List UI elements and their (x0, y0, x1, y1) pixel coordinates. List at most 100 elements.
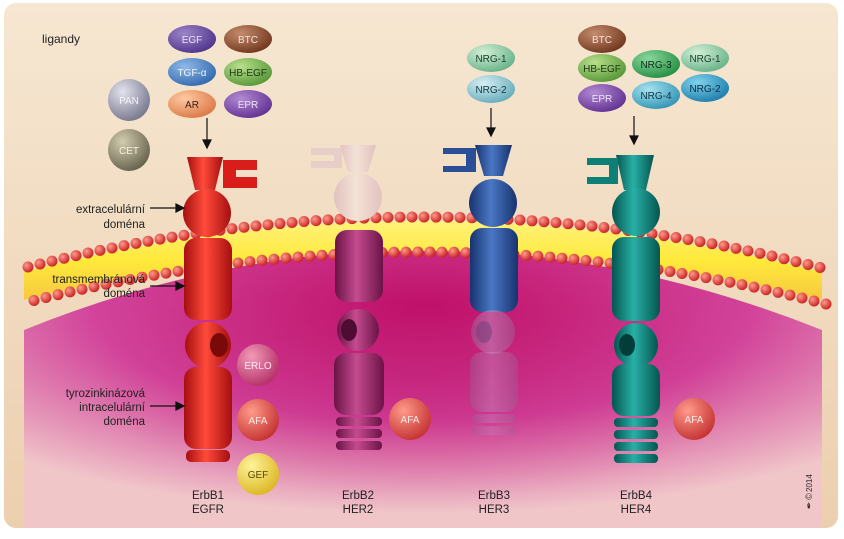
lipid-bead (256, 254, 268, 266)
lipid-bead (286, 216, 298, 228)
ligand-nrg-3: NRG-3 (632, 50, 680, 78)
lipid-bead (592, 256, 604, 268)
transmembrane-label-line1: transmembránová (52, 274, 145, 286)
svg-text:NRG-4: NRG-4 (640, 91, 672, 102)
lipid-bead (76, 283, 88, 295)
lipid-bead (46, 255, 58, 267)
lipid-bead (280, 252, 292, 264)
lipid-bead (94, 244, 106, 256)
lipid-bead (724, 276, 736, 288)
svg-text:ERLO: ERLO (244, 361, 271, 372)
lipid-bead (796, 292, 808, 304)
lipid-bead (310, 215, 322, 227)
svg-text:GEF: GEF (248, 470, 269, 481)
lipid-bead (802, 258, 814, 270)
transmembrane-label-line2: doména (103, 288, 145, 300)
lipid-bead (148, 269, 160, 281)
lipid-bead (766, 250, 778, 262)
lipid-bead (262, 219, 274, 231)
lipid-bead (730, 242, 742, 254)
receptor-erbb4 (587, 155, 660, 463)
lipid-bead (82, 247, 94, 259)
lipid-bead (58, 252, 70, 264)
antibody-pan: PAN (108, 79, 150, 121)
lipid-bead (706, 238, 718, 250)
svg-text:EPR: EPR (238, 100, 259, 111)
extracellular-label-line2: doména (103, 219, 145, 231)
lipid-bead (772, 286, 784, 298)
svg-text:AFA: AFA (685, 415, 704, 426)
receptor-alias-her4: HER4 (621, 504, 652, 516)
lipid-bead (676, 267, 688, 279)
ligand-btc: BTC (224, 25, 272, 53)
ligand-epr-erbb4: EPR (578, 84, 626, 112)
lipid-bead (718, 240, 730, 252)
svg-text:NRG-1: NRG-1 (689, 54, 721, 65)
lipid-bead (418, 211, 430, 223)
lipid-bead (28, 294, 40, 306)
receptor-name-erbb1: ErbB1 (192, 490, 224, 502)
inhibitor-afa-erbb2: AFA (389, 398, 431, 440)
lipid-bead (538, 216, 550, 228)
lipid-bead (670, 232, 682, 244)
ligand-nrg-4: NRG-4 (632, 81, 680, 109)
lipid-bead (154, 233, 166, 245)
membrane-outer-beads (22, 211, 826, 273)
svg-text:BTC: BTC (238, 35, 258, 46)
lipid-bead (292, 251, 304, 263)
lipid-bead (556, 252, 568, 264)
svg-text:EPR: EPR (592, 94, 613, 105)
receptor-erbb2 (311, 145, 384, 450)
ligand-tgf-alpha: TGF-α (168, 58, 216, 86)
lipid-bead (430, 211, 442, 223)
lipid-bead (742, 245, 754, 257)
lipid-bead (34, 258, 46, 270)
lipid-bead (70, 250, 82, 262)
lipid-bead (814, 261, 826, 273)
svg-text:AR: AR (185, 100, 199, 111)
antibody-cet: CET (108, 129, 150, 171)
lipid-bead (454, 211, 466, 223)
lipid-bead (238, 221, 250, 233)
tyrosine-label-line3: doména (103, 416, 145, 428)
svg-text:NRG-1: NRG-1 (475, 54, 507, 65)
lipid-bead (298, 216, 310, 228)
lipid-bead (130, 237, 142, 249)
lipid-bead (664, 266, 676, 278)
inhibitor-erlo: ERLO (237, 344, 279, 386)
receptor-name-erbb2: ErbB2 (342, 490, 374, 502)
receptor-erbb3 (443, 145, 518, 435)
ligand-egf: EGF (168, 25, 216, 53)
svg-text:HB-EGF: HB-EGF (229, 68, 267, 79)
lipid-bead (142, 235, 154, 247)
lipid-bead (118, 240, 130, 252)
lipid-bead (40, 292, 52, 304)
ligands-label: ligandy (42, 32, 80, 46)
lipid-bead (64, 286, 76, 298)
inhibitor-afa-erbb1: AFA (237, 399, 279, 441)
lipid-bead (160, 267, 172, 279)
lipid-bead (658, 230, 670, 242)
receptor-alias-her3: HER3 (479, 504, 510, 516)
ligand-nrg-1-erbb3: NRG-1 (467, 44, 515, 72)
ligand-ar: AR (168, 90, 216, 118)
lipid-bead (574, 219, 586, 231)
lipid-bead (172, 265, 184, 277)
svg-text:NRG-2: NRG-2 (689, 84, 721, 95)
lipid-bead (22, 261, 34, 273)
lipid-bead (400, 246, 412, 258)
lipid-bead (226, 223, 238, 235)
svg-text:AFA: AFA (249, 416, 268, 427)
svg-text:CET: CET (119, 146, 139, 157)
domain-arrows (150, 203, 186, 411)
lipid-bead (436, 246, 448, 258)
lipid-bead (808, 295, 820, 307)
receptor-alias-her2: HER2 (343, 504, 374, 516)
lipid-bead (550, 217, 562, 229)
lipid-bead (382, 211, 394, 223)
lipid-bead (232, 257, 244, 269)
svg-text:AFA: AFA (401, 415, 420, 426)
lipid-bead (136, 271, 148, 283)
ligand-nrg-2-erbb3: NRG-2 (467, 75, 515, 103)
